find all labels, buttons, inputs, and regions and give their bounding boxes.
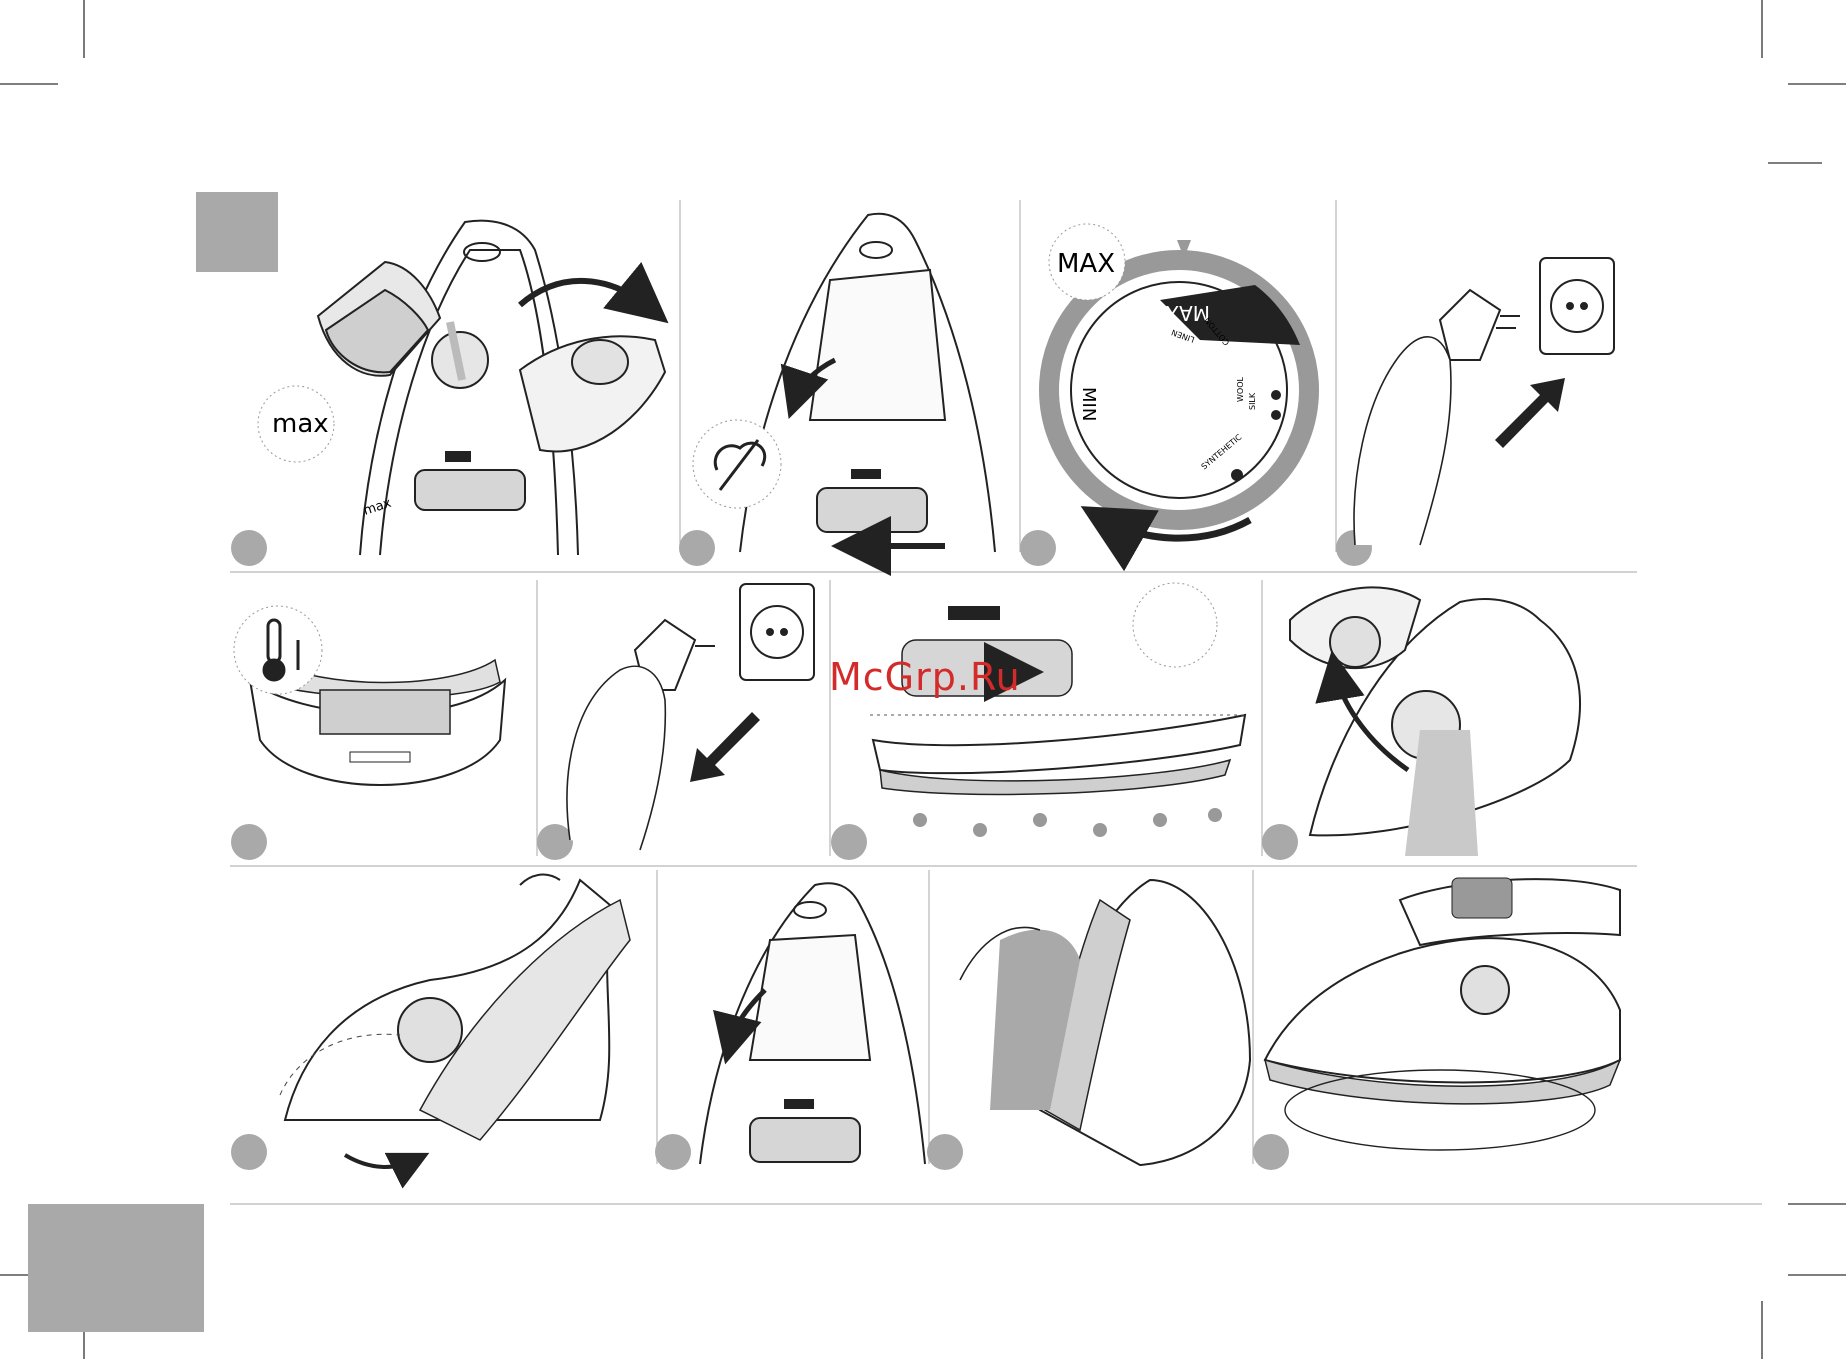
arrow-icon: [690, 712, 760, 782]
panel-anti-calc: [280, 875, 630, 1167]
steam-off-callout: [693, 420, 781, 508]
panel-fill-water: max max: [258, 221, 665, 555]
dial-min: MIN: [1078, 387, 1099, 421]
page-tab-top: [196, 192, 278, 272]
hand: [1354, 337, 1451, 545]
panel-empty-water: [1290, 587, 1580, 856]
arrow-icon: [345, 1155, 415, 1167]
hand: [567, 666, 665, 850]
panel-wipe: [960, 880, 1250, 1165]
soleplate-callout: [1133, 583, 1217, 667]
arrow-icon: [520, 281, 650, 308]
wall-socket-icon: [740, 584, 814, 680]
panel-close-lid: [693, 214, 995, 552]
open-lid: [520, 336, 665, 451]
page-tab-bottom: [28, 1204, 204, 1332]
thermometer-callout: [234, 606, 322, 694]
panel-unplug: [567, 584, 814, 850]
panel-plug-in: [1354, 258, 1614, 545]
panel-heating: [234, 606, 505, 785]
steam-burst-icon: [913, 808, 1222, 837]
panel-dial: MAX MIN LINEN COTTON WOOL SILK SYNTEHETI…: [1049, 224, 1309, 538]
dial-silk: SILK: [1248, 392, 1257, 410]
panel-self-clean: [870, 583, 1248, 837]
panel-storage: [1265, 878, 1620, 1150]
dial-max-callout-label: MAX: [1057, 249, 1115, 279]
plug-icon: [1440, 290, 1520, 360]
panel-close-lid-2: [700, 883, 925, 1164]
iron-top-view-icon: [740, 214, 995, 552]
fill-max-label: max: [272, 409, 329, 439]
wall-socket-icon: [1540, 258, 1614, 354]
watermark: McGrp.Ru: [829, 655, 1021, 699]
dial-wool: WOOL: [1236, 376, 1245, 402]
iron-top-view-icon: [700, 883, 925, 1164]
arrow-icon: [1495, 378, 1565, 448]
